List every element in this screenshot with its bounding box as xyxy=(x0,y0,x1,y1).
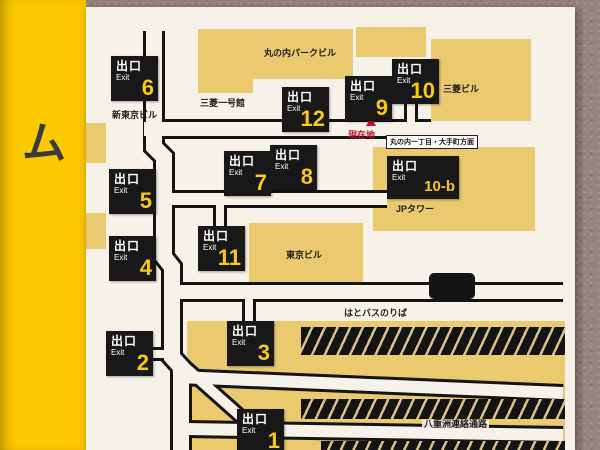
exit-10-marker: 出口 Exit 10 xyxy=(392,59,439,104)
exit-jp-label: 出口 xyxy=(397,62,424,76)
exit-number: 7 xyxy=(254,170,267,195)
label-jp-tower: JPタワー xyxy=(396,204,435,214)
exit-10b-marker: 出口 Exit 10-b xyxy=(387,156,459,199)
label-tokyo-building: 東京ビル xyxy=(286,250,323,260)
label-marunouchi-park: 丸の内パークビル xyxy=(264,48,337,58)
exit-en-label: Exit xyxy=(111,347,125,357)
exit-9-marker: 出口 Exit 9 xyxy=(345,76,392,121)
direction-sign: 丸の内一丁目・大手町方面 xyxy=(386,135,478,149)
exit-en-label: Exit xyxy=(397,75,411,85)
exit-3-marker: 出口 Exit 3 xyxy=(227,321,274,366)
exit-number: 4 xyxy=(139,255,152,280)
exit-jp-label: 出口 xyxy=(203,229,230,243)
exit-number: 9 xyxy=(375,95,388,120)
exit-jp-label: 出口 xyxy=(114,239,141,253)
exit-6-marker: 出口 Exit 6 xyxy=(111,56,158,101)
exit-jp-label: 出口 xyxy=(116,59,143,73)
exit-jp-label: 出口 xyxy=(229,154,256,168)
building-block-dark xyxy=(429,273,475,299)
exit-jp-label: 出口 xyxy=(114,172,141,186)
exit-number: 11 xyxy=(217,245,241,270)
exit-en-label: Exit xyxy=(114,252,128,262)
exit-1-marker: 出口 Exit 1 xyxy=(237,409,284,450)
exit-number: 6 xyxy=(141,75,154,100)
exit-2-marker: 出口 Exit 2 xyxy=(106,331,153,376)
building-mitsubishi-ichigokan xyxy=(198,29,253,93)
station-exit-map: 新東京ビル 三菱一号館 丸の内パークビル 三菱ビル JPタワー 東京ビル はとバ… xyxy=(86,7,575,450)
building-mitsubishi xyxy=(431,39,531,121)
exit-12-marker: 出口 Exit 12 xyxy=(282,87,329,132)
exit-en-label: Exit xyxy=(114,185,128,195)
exit-7-marker: 出口 Exit 7 xyxy=(224,151,271,196)
label-shin-tokyo-building: 新東京ビル xyxy=(112,110,158,120)
exit-en-label: Exit xyxy=(203,242,217,252)
track-band-1 xyxy=(301,327,565,355)
exit-number: 10 xyxy=(410,78,435,103)
exit-jp-label: 出口 xyxy=(242,412,269,426)
corridor-network xyxy=(143,31,564,450)
exit-jp-label: 出口 xyxy=(111,334,138,348)
exit-number: 10-b xyxy=(424,178,455,195)
building-tokyo xyxy=(249,223,363,291)
exit-number: 8 xyxy=(300,164,313,189)
label-current-location: 現在地 xyxy=(348,130,376,140)
track-band-3 xyxy=(321,441,565,450)
label-mitsubishi-building: 三菱ビル xyxy=(443,84,480,94)
exit-jp-label: 出口 xyxy=(287,90,314,104)
building-strip-west-2 xyxy=(86,213,106,249)
exit-en-label: Exit xyxy=(229,167,243,177)
exit-number: 5 xyxy=(139,188,152,213)
exit-8-marker: 出口 Exit 8 xyxy=(270,145,317,190)
exit-en-label: Exit xyxy=(116,72,130,82)
exit-number: 3 xyxy=(257,340,270,365)
track-band-2 xyxy=(301,399,565,419)
exit-jp-label: 出口 xyxy=(232,324,259,338)
building-marunouchi-park xyxy=(253,29,353,79)
exit-number: 12 xyxy=(300,106,325,131)
exit-en-label: Exit xyxy=(287,103,301,113)
exit-en-label: Exit xyxy=(242,425,256,435)
building-block-top xyxy=(356,27,426,57)
exit-en-label: Exit xyxy=(350,92,364,102)
exit-en-label: Exit xyxy=(275,161,289,171)
exit-en-label: Exit xyxy=(232,337,246,347)
exit-11-marker: 出口 Exit 11 xyxy=(198,226,245,271)
exit-5-marker: 出口 Exit 5 xyxy=(109,169,156,214)
panel-partial-character: ム xyxy=(22,119,66,168)
label-yaesu-passage: 八重洲連絡通路 xyxy=(422,419,490,430)
label-mitsubishi-ichigokan: 三菱一号館 xyxy=(200,98,246,108)
exit-jp-label: 出口 xyxy=(275,148,302,162)
exit-number: 1 xyxy=(267,428,280,450)
exit-jp-label: 出口 xyxy=(392,159,419,173)
label-hato-bus-stop: はとバスのりば xyxy=(344,308,408,318)
exit-jp-label: 出口 xyxy=(350,79,377,93)
exit-4-marker: 出口 Exit 4 xyxy=(109,236,156,281)
exit-en-label: Exit xyxy=(392,172,406,182)
current-location-triangle-icon xyxy=(366,117,376,126)
building-strip-west-1 xyxy=(86,123,106,163)
exit-number: 2 xyxy=(136,350,149,375)
yellow-sign-panel: ム xyxy=(0,0,86,450)
